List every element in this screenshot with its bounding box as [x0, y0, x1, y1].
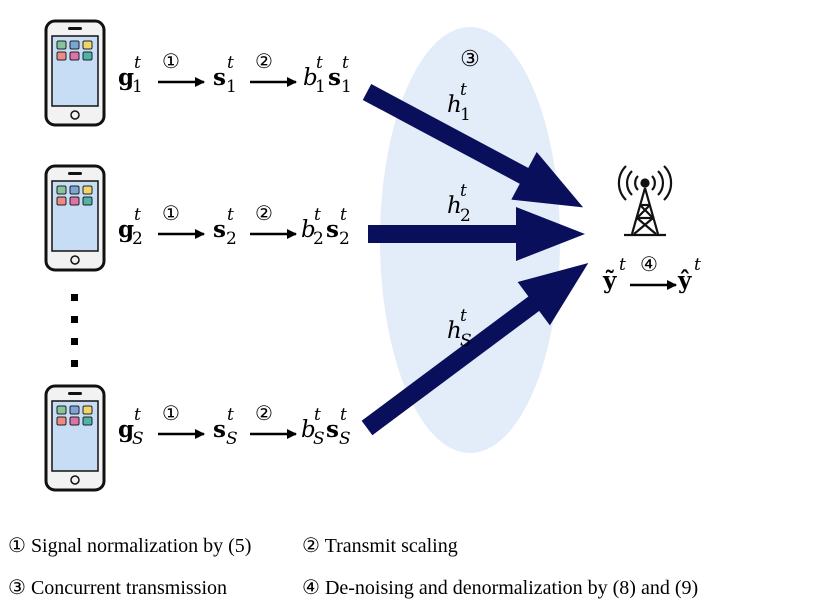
subscript-index: S [132, 429, 144, 449]
step-3-marker: ③ [460, 47, 480, 72]
superscript-t: t [619, 255, 626, 275]
channel-arrow-1 [362, 84, 584, 208]
scaled-signal-s2: s [326, 216, 339, 243]
device-S-pipeline: g t S ① s t S ② b t S s t S [118, 401, 351, 449]
legend-text-1: Signal normalization by (5) [30, 535, 252, 557]
step-2-marker: ② [255, 201, 273, 225]
subscript-index: 1 [315, 77, 326, 97]
step-2-marker: ② [302, 535, 320, 557]
gradient-gS: g [118, 416, 134, 443]
smartphone-icon [44, 384, 106, 492]
subscript-index: 2 [313, 229, 324, 249]
superscript-t: t [340, 405, 347, 425]
scaled-signal-s1: s [328, 64, 341, 91]
subscript-index: 2 [460, 206, 471, 226]
step-4-marker: ④ [302, 577, 320, 599]
normalized-signal-s2: s [213, 216, 226, 243]
channel-h: h [447, 193, 462, 219]
legend-item-4: ④ De-noising and denormalization by (8) … [302, 575, 698, 600]
channel-label-1: h t 1 [447, 80, 471, 125]
superscript-t: t [460, 181, 467, 201]
superscript-t: t [316, 53, 323, 73]
subscript-index: 2 [226, 229, 237, 249]
antenna-tower-icon [617, 165, 673, 237]
legend-text-3: Concurrent transmission [30, 577, 228, 599]
subscript-index: 1 [132, 77, 143, 97]
step-3-marker: ③ [8, 577, 26, 599]
superscript-t: t [694, 255, 701, 275]
channel-arrow-2 [368, 207, 585, 261]
legend-text-4: De-noising and denormalization by (8) an… [324, 577, 699, 599]
normalized-signal-s1: s [213, 64, 226, 91]
device-2-pipeline: g t 2 ① s t 2 ② b t 2 s t 2 [118, 201, 350, 249]
superscript-t: t [460, 306, 467, 326]
normalized-signal-sS: s [213, 416, 226, 443]
step-2-marker: ② [255, 401, 273, 425]
channel-h: h [447, 318, 462, 344]
channel-label-2: h t 2 [447, 181, 471, 226]
step-1-marker: ① [162, 201, 180, 225]
received-signal-y-tilde: ỹ [602, 267, 617, 294]
smartphone-icon [44, 19, 106, 127]
superscript-t: t [460, 80, 467, 100]
subscript-index: 2 [132, 229, 143, 249]
subscript-index: 1 [226, 77, 237, 97]
subscript-index: S [460, 331, 472, 351]
step-1-marker: ① [8, 535, 26, 557]
channel-label-S: h t S [447, 306, 472, 351]
superscript-t: t [134, 405, 141, 425]
gradient-g1: g [118, 64, 134, 91]
smartphone-icon [44, 164, 106, 272]
superscript-t: t [314, 205, 321, 225]
device-ellipsis [71, 294, 78, 367]
step-1-marker: ① [162, 401, 180, 425]
superscript-t: t [227, 405, 234, 425]
subscript-index: S [339, 429, 351, 449]
legend-text-2: Transmit scaling [324, 535, 458, 557]
superscript-t: t [227, 53, 234, 73]
receiver-pipeline: ỹ t ④ ŷ t [602, 252, 701, 294]
scaling-b1: b [303, 65, 318, 91]
gradient-g2: g [118, 216, 134, 243]
scaling-b2: b [301, 217, 316, 243]
step-2-marker: ② [255, 49, 273, 73]
legend-item-3: ③ Concurrent transmission [8, 575, 227, 600]
subscript-index: 2 [339, 229, 350, 249]
step-4-marker: ④ [640, 252, 658, 276]
scaling-bS: b [301, 417, 316, 443]
superscript-t: t [340, 205, 347, 225]
subscript-index: S [313, 429, 325, 449]
estimate-y-hat: ŷ [677, 267, 692, 294]
step-1-marker: ① [162, 49, 180, 73]
superscript-t: t [134, 205, 141, 225]
superscript-t: t [134, 53, 141, 73]
channel-arrow-S [361, 263, 589, 436]
device-1-pipeline: g t 1 ① s t 1 ② b t 1 s t 1 [118, 49, 352, 97]
subscript-index: 1 [341, 77, 352, 97]
scaled-signal-sS: s [326, 416, 339, 443]
subscript-index: S [226, 429, 238, 449]
superscript-t: t [227, 205, 234, 225]
superscript-t: t [342, 53, 349, 73]
subscript-index: 1 [460, 105, 471, 125]
legend-item-1: ① Signal normalization by (5) [8, 533, 251, 558]
superscript-t: t [314, 405, 321, 425]
channel-h: h [447, 92, 462, 118]
legend-item-2: ② Transmit scaling [302, 533, 458, 558]
